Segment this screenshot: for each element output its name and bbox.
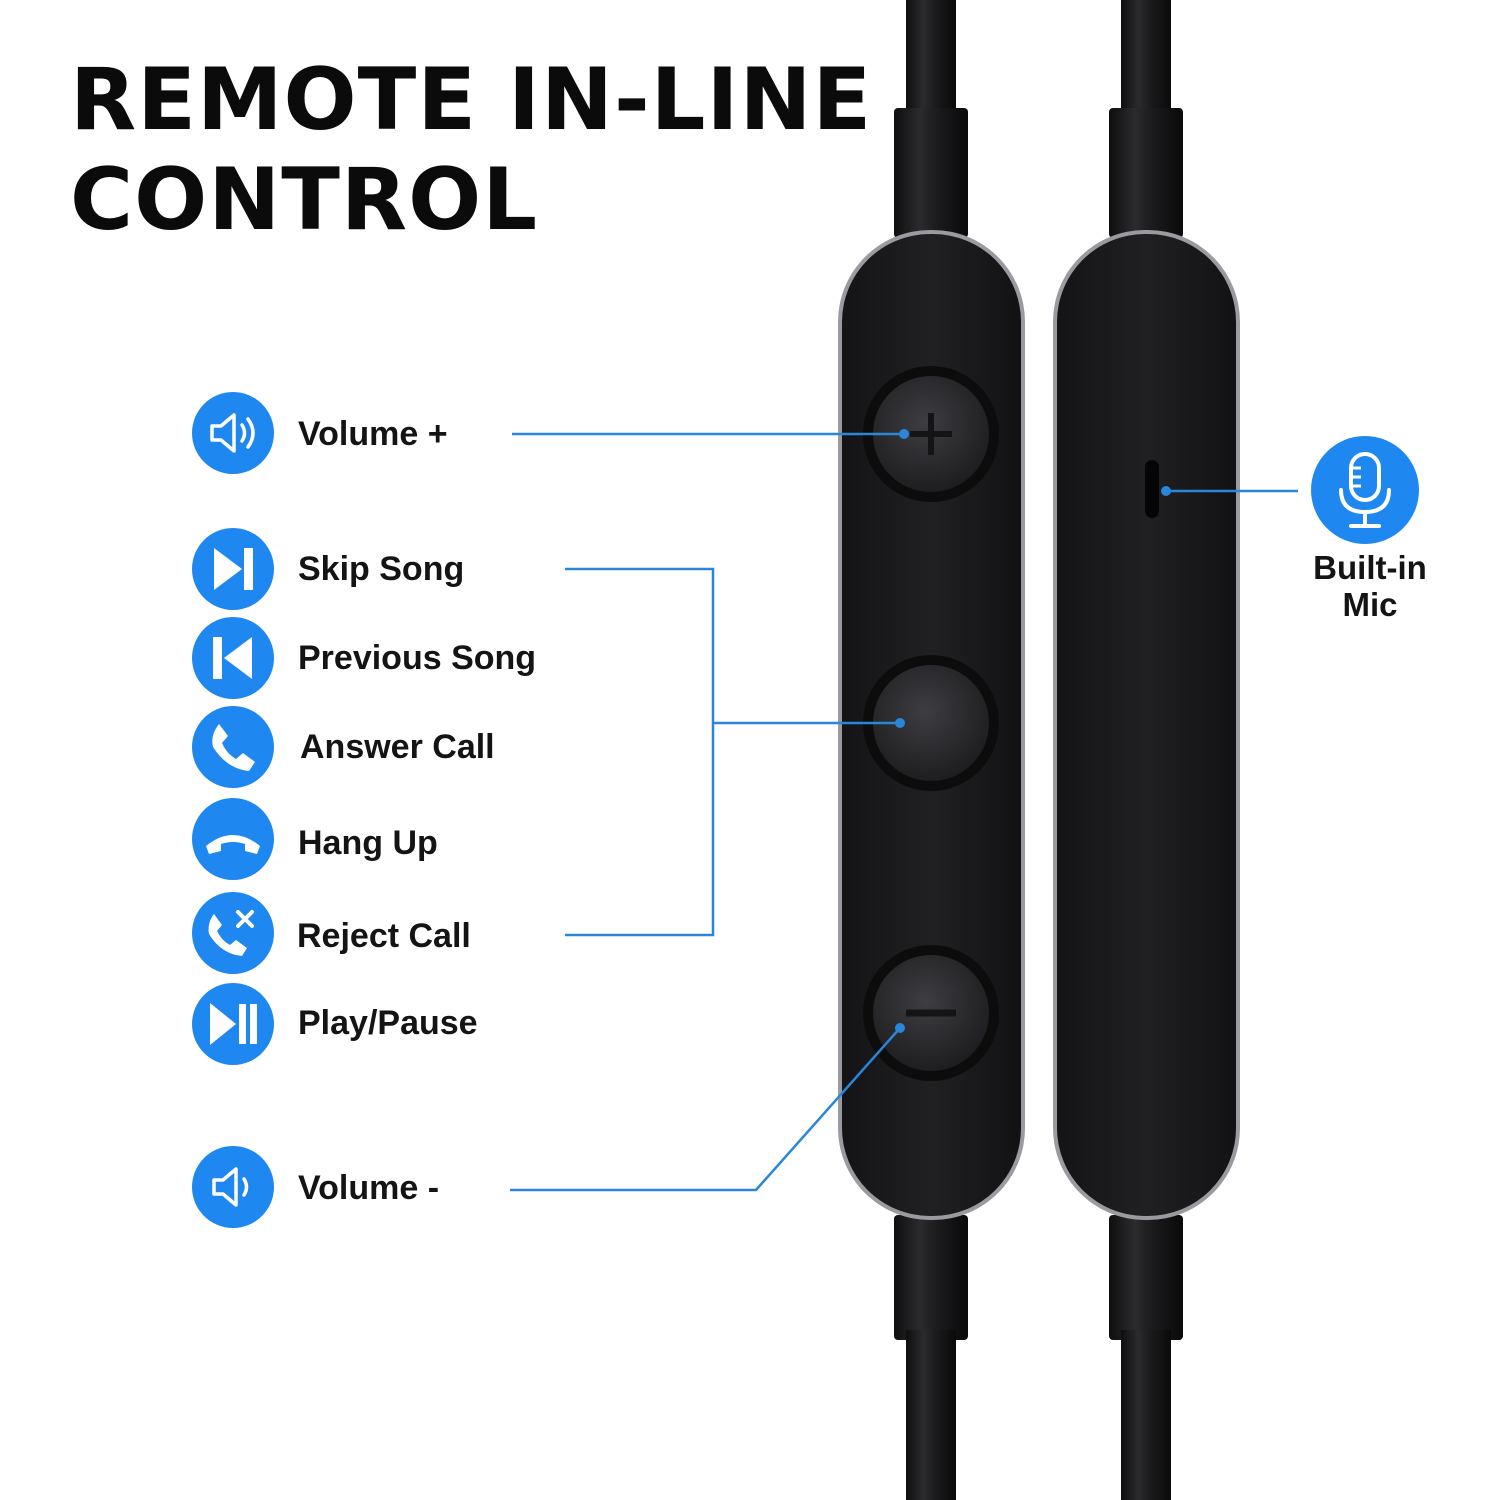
label-hang-up: Hang Up (298, 824, 438, 862)
title-line-2: CONTROL (70, 150, 538, 250)
page-title: REMOTE IN-LINE CONTROL (70, 50, 872, 250)
volume-down-icon (192, 1146, 274, 1228)
volume-up-button[interactable] (863, 366, 999, 502)
volume-down-button[interactable] (863, 945, 999, 1081)
mic-slot (1145, 460, 1159, 518)
right-cable (1109, 0, 1183, 1500)
mic-label-line-2: Mic (1342, 586, 1398, 623)
left-cable (894, 0, 968, 1500)
skip-next-icon (192, 528, 274, 610)
callout-lines (510, 432, 1298, 1192)
microphone-icon (1311, 436, 1419, 544)
button-remote (838, 230, 1025, 1220)
skip-previous-icon (192, 617, 274, 699)
phone-hangup-icon (192, 798, 274, 880)
title-line-1: REMOTE IN-LINE (70, 50, 873, 150)
mic-remote (1053, 230, 1240, 1220)
callout-dots (895, 429, 1171, 1033)
label-answer-call: Answer Call (300, 728, 495, 766)
phone-reject-icon (192, 892, 274, 974)
label-volume-up: Volume + (298, 415, 448, 453)
mic-label-line-1: Built-in (1313, 549, 1427, 586)
label-skip-song: Skip Song (298, 550, 465, 588)
volume-up-icon (192, 392, 274, 474)
play-pause-icon (192, 983, 274, 1065)
label-previous-song: Previous Song (298, 639, 537, 677)
phone-answer-icon (192, 706, 274, 788)
multifunction-button[interactable] (863, 655, 999, 791)
label-play-pause: Play/Pause (298, 1004, 478, 1042)
mic-label: Built-in Mic (1300, 549, 1440, 623)
label-volume-down: Volume - (298, 1169, 440, 1207)
label-reject-call: Reject Call (297, 917, 471, 955)
